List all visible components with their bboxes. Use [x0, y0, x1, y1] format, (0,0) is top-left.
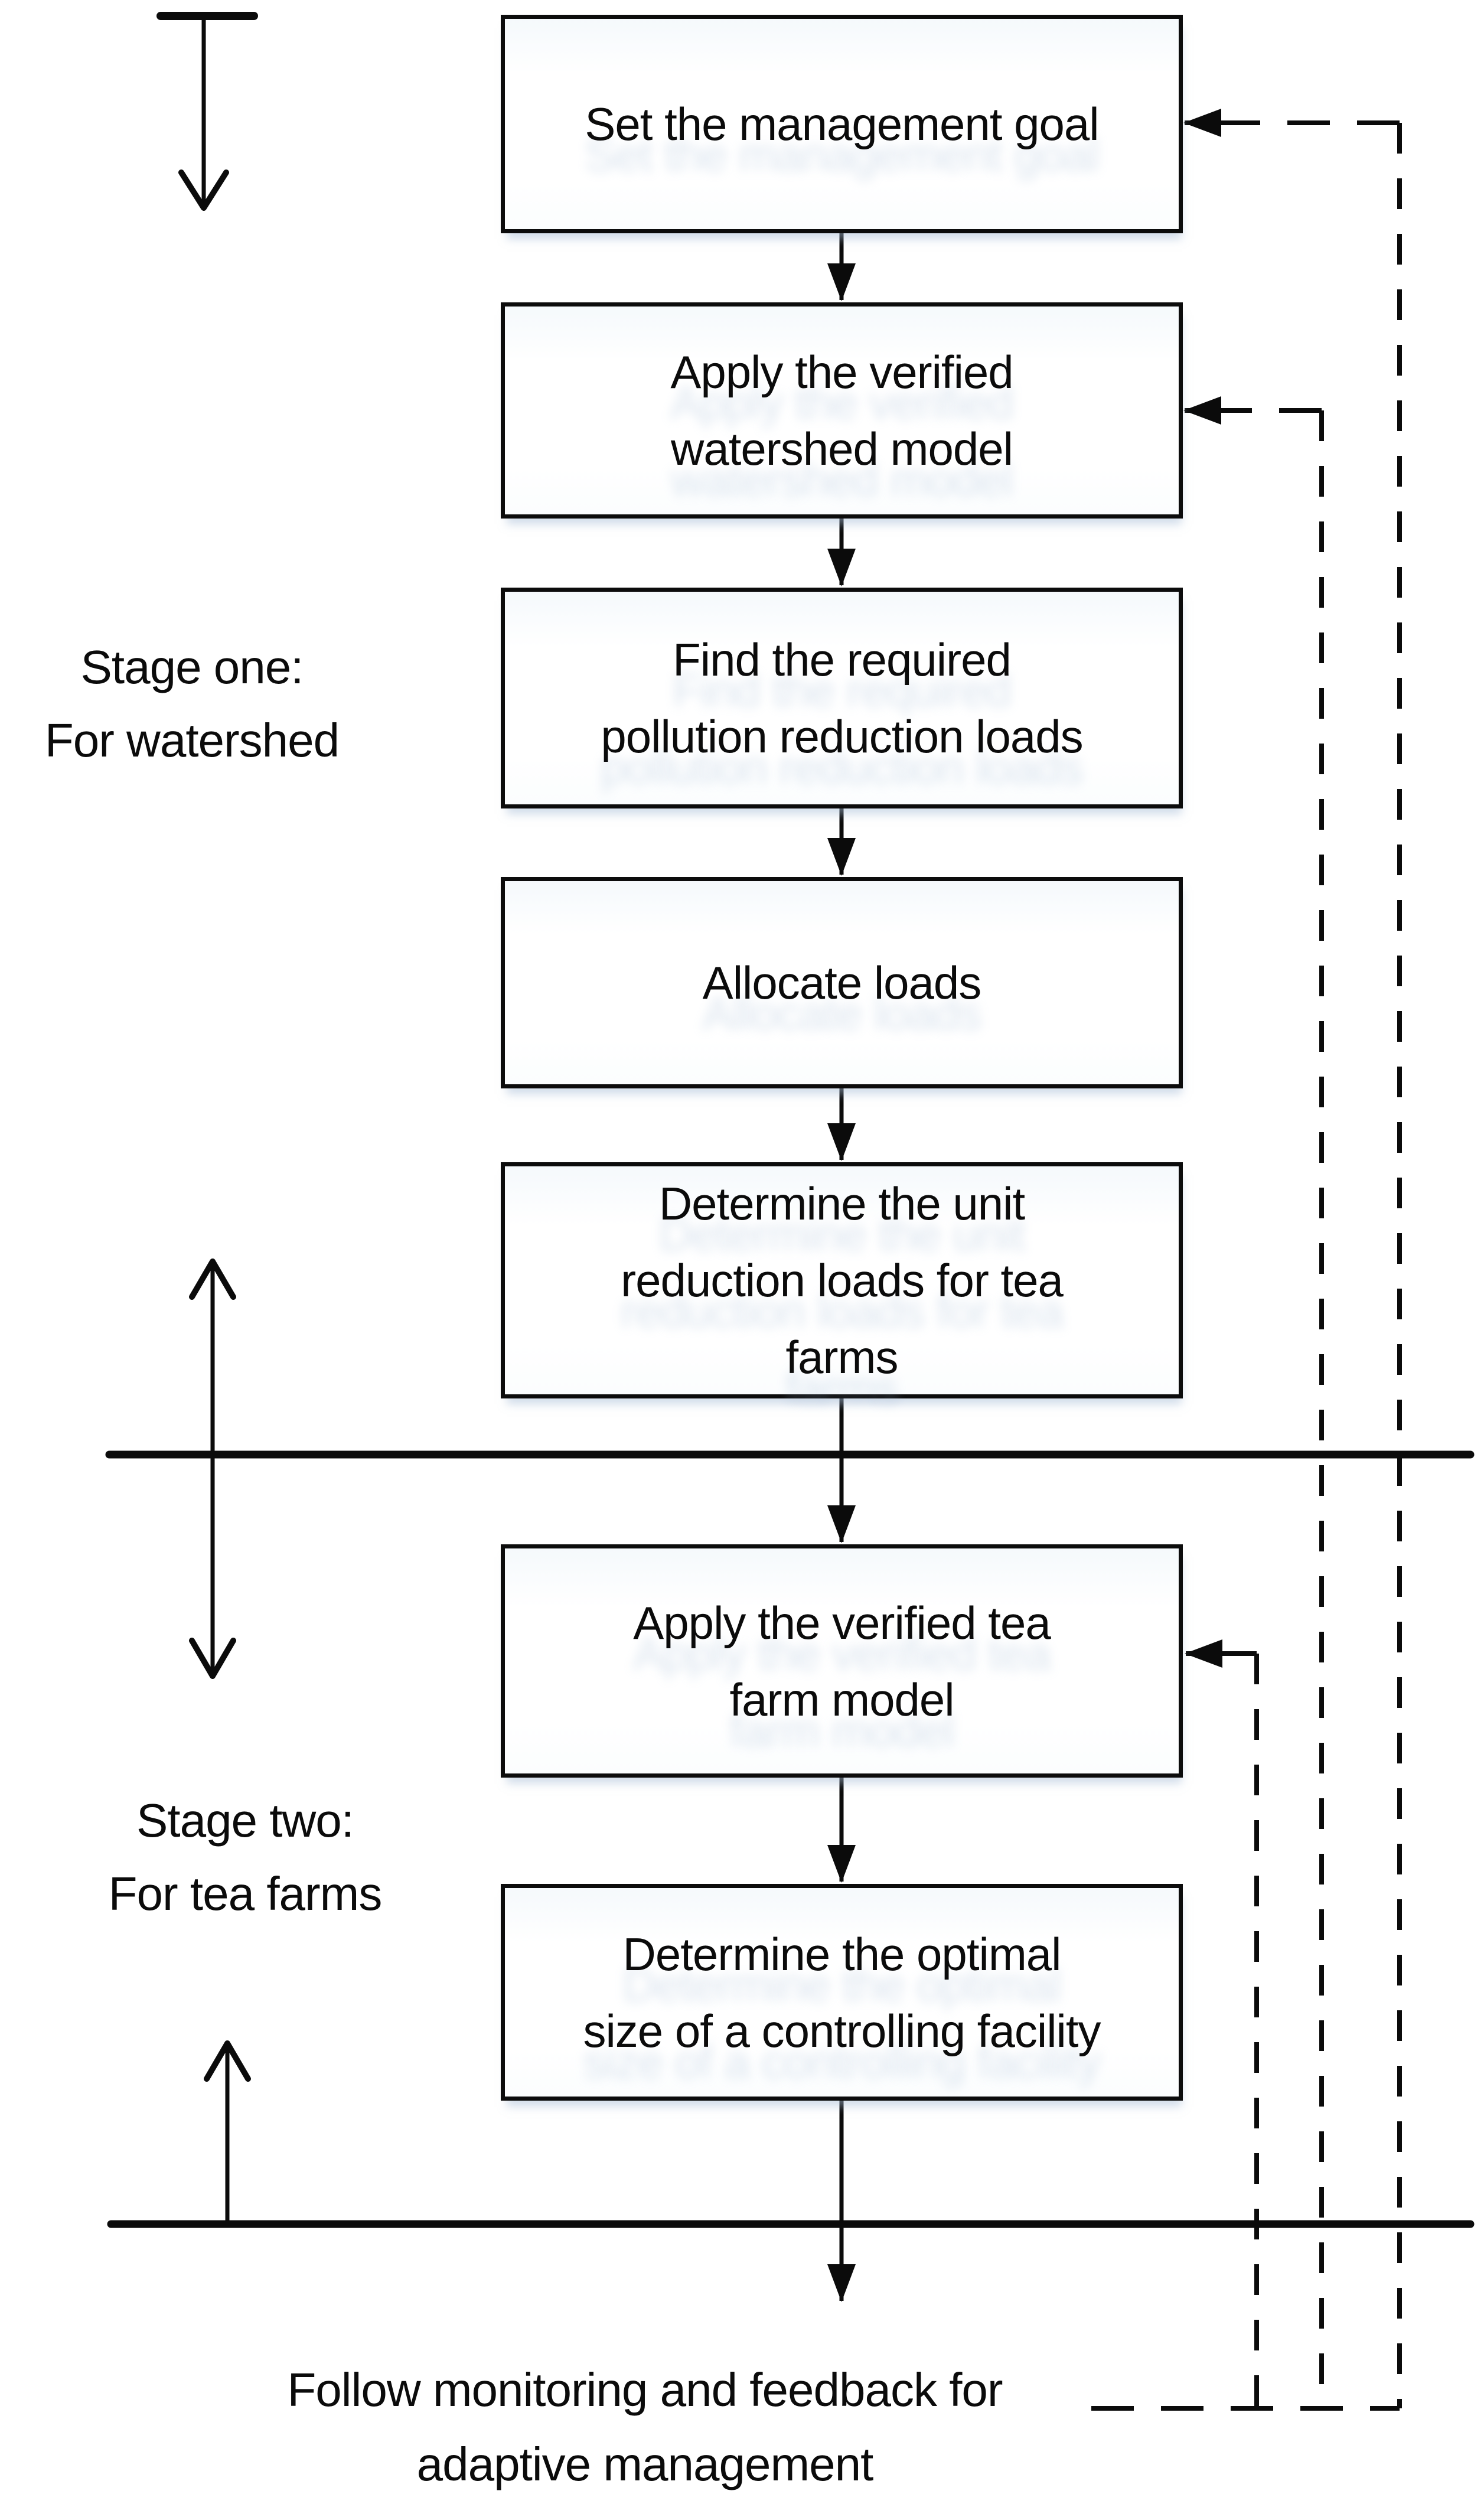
- flow-box-tea-farm-model-label: Apply the verified tea farm model: [633, 1596, 1051, 1726]
- stage-double-arrow-up-head-icon: [189, 1258, 236, 1300]
- flow-box-set-goal-label: Set the management goal: [585, 98, 1099, 150]
- flow-box-facility-size: Determine the optimal size of a controll…: [501, 1884, 1183, 2101]
- flow-box-watershed-model: Apply the verified watershed model: [501, 302, 1183, 519]
- flow-box-watershed-model-label: Apply the verified watershed model: [670, 346, 1013, 475]
- stage-two-up-arrow-head-icon: [204, 2040, 251, 2082]
- stage-two-label: Stage two: For tea farms: [108, 1794, 383, 1920]
- flow-box-unit-loads-label: Determine the unit reduction loads for t…: [621, 1178, 1064, 1383]
- stage-one-label: Stage one: For watershed: [44, 641, 340, 767]
- flow-box-unit-loads: Determine the unit reduction loads for t…: [501, 1162, 1183, 1398]
- flow-box-allocate-loads-label: Allocate loads: [702, 957, 982, 1009]
- flow-box-allocate-loads: Allocate loads: [501, 877, 1183, 1088]
- footer-adaptive-management-label: Follow monitoring and feedback for adapt…: [287, 2363, 1003, 2490]
- flow-box-find-loads-label: Find the required pollution reduction lo…: [601, 634, 1083, 762]
- flow-box-find-loads: Find the required pollution reduction lo…: [501, 588, 1183, 808]
- flow-box-facility-size-label: Determine the optimal size of a controll…: [583, 1928, 1101, 2057]
- flow-box-set-goal: Set the management goal: [501, 15, 1183, 233]
- stage-double-arrow-down-head-icon: [189, 1638, 236, 1679]
- top-left-arrow-head-icon: [178, 169, 229, 211]
- flow-box-tea-farm-model: Apply the verified tea farm model: [501, 1544, 1183, 1778]
